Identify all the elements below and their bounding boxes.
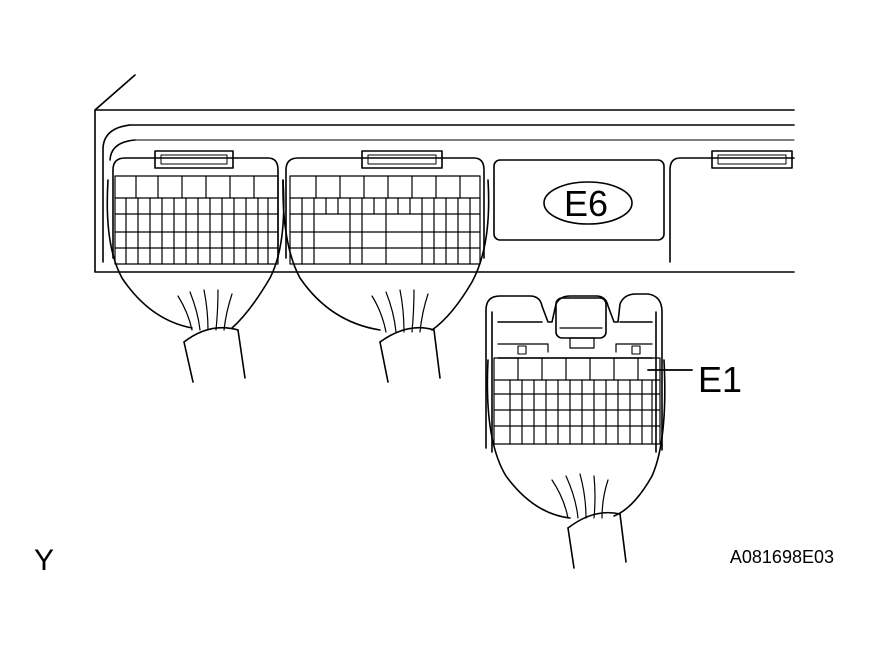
corner-mark: Y [34, 544, 54, 577]
pin-grid-e1 [493, 357, 661, 445]
e6-socket: E6 [493, 159, 665, 241]
pin-grid-middle [289, 175, 481, 265]
connector-left [106, 150, 285, 383]
wire-bundle-e1 [551, 473, 609, 519]
e6-label: E6 [564, 183, 608, 224]
right-partial-socket [669, 150, 795, 263]
figure-code: A081698E03 [730, 547, 834, 567]
connector-e1 [485, 293, 666, 569]
wire-bundle-left [177, 289, 233, 331]
e6-badge-outline [543, 181, 633, 225]
pin-grid-left [114, 175, 279, 265]
wire-bundle-middle [371, 289, 429, 333]
e1-label: E1 [698, 359, 742, 400]
ecu-housing [94, 74, 795, 273]
connector-middle [282, 150, 490, 383]
